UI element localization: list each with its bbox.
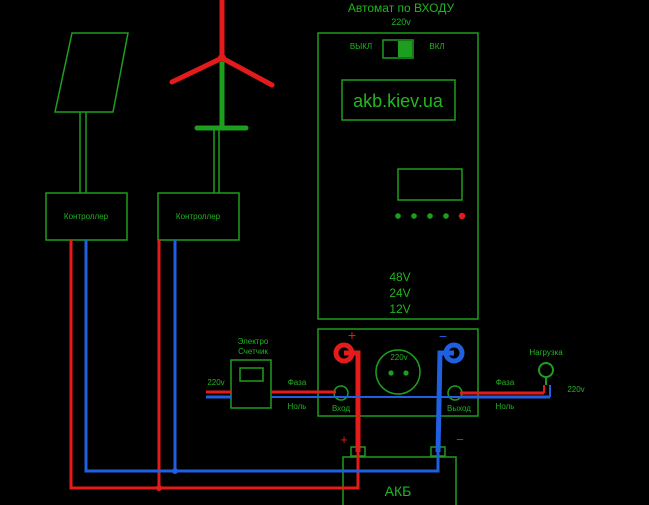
- outlet-voltage: 220v: [390, 353, 407, 362]
- indicator-led-red: [458, 212, 466, 220]
- indicator-led-2: [411, 213, 417, 219]
- header-voltage: 220v: [391, 17, 411, 27]
- battery-minus-sign: −: [456, 432, 464, 447]
- load-neutral: Ноль: [496, 402, 515, 411]
- switch-off-label: ВЫКЛ: [350, 42, 372, 51]
- grid-in-voltage: 220v: [207, 378, 224, 387]
- inverter-minus-sign: −: [439, 328, 447, 344]
- controller-left-label: Контроллер: [64, 212, 109, 221]
- inverter-display: [397, 168, 463, 201]
- wire-left-positive: [69, 240, 360, 490]
- inverter-panel: [317, 32, 479, 320]
- brand-box: [341, 79, 456, 121]
- inverter-terminal-panel: [317, 328, 479, 417]
- grid-in-phase: Фаза: [288, 378, 307, 387]
- indicator-led-1: [395, 213, 401, 219]
- outlet-icon: [375, 349, 421, 395]
- load-voltage: 220v: [567, 385, 584, 394]
- indicator-led-4: [443, 213, 449, 219]
- battery-box: [342, 456, 457, 505]
- input-label: Вход: [332, 404, 350, 413]
- meter-label-line2: Счетчик: [238, 347, 268, 356]
- load-label: Нагрузка: [529, 348, 563, 357]
- wind-turbine-icon: [169, 0, 275, 193]
- controller-right: [157, 192, 240, 241]
- battery-label: АКБ: [385, 483, 412, 499]
- lead-negative-thick: [435, 350, 454, 453]
- electric-meter-icon: [230, 359, 272, 409]
- lead-positive-thick: [344, 350, 361, 452]
- output-label: Выход: [447, 404, 471, 413]
- load-phase: Фаза: [496, 378, 515, 387]
- power-switch[interactable]: [382, 39, 414, 59]
- voltage-option-24: 24V: [389, 286, 410, 300]
- voltage-option-48: 48V: [389, 270, 410, 284]
- header-title: Автомат по ВХОДУ: [348, 1, 455, 15]
- junction-positive: [156, 485, 162, 491]
- indicator-led-3: [427, 213, 433, 219]
- inverter-plus-sign: +: [348, 327, 356, 343]
- battery-plus-sign: +: [340, 432, 348, 447]
- brand-site: akb.kiev.ua: [353, 91, 444, 111]
- electric-meter-display: [239, 367, 264, 382]
- outlet-pin-right: [403, 370, 409, 376]
- grid-in-neutral: Ноль: [288, 402, 307, 411]
- junction-negative: [172, 468, 178, 474]
- wire-left-negative: [84, 240, 440, 473]
- lamp-icon: [538, 362, 554, 378]
- meter-label-line1: Электро: [238, 337, 269, 346]
- controller-right-label: Контроллер: [176, 212, 221, 221]
- solar-panel-icon: [54, 32, 129, 113]
- switch-on-label: ВКЛ: [429, 42, 444, 51]
- voltage-option-12: 12V: [389, 302, 410, 316]
- power-switch-knob: [398, 41, 412, 57]
- outlet-pin-left: [388, 370, 394, 376]
